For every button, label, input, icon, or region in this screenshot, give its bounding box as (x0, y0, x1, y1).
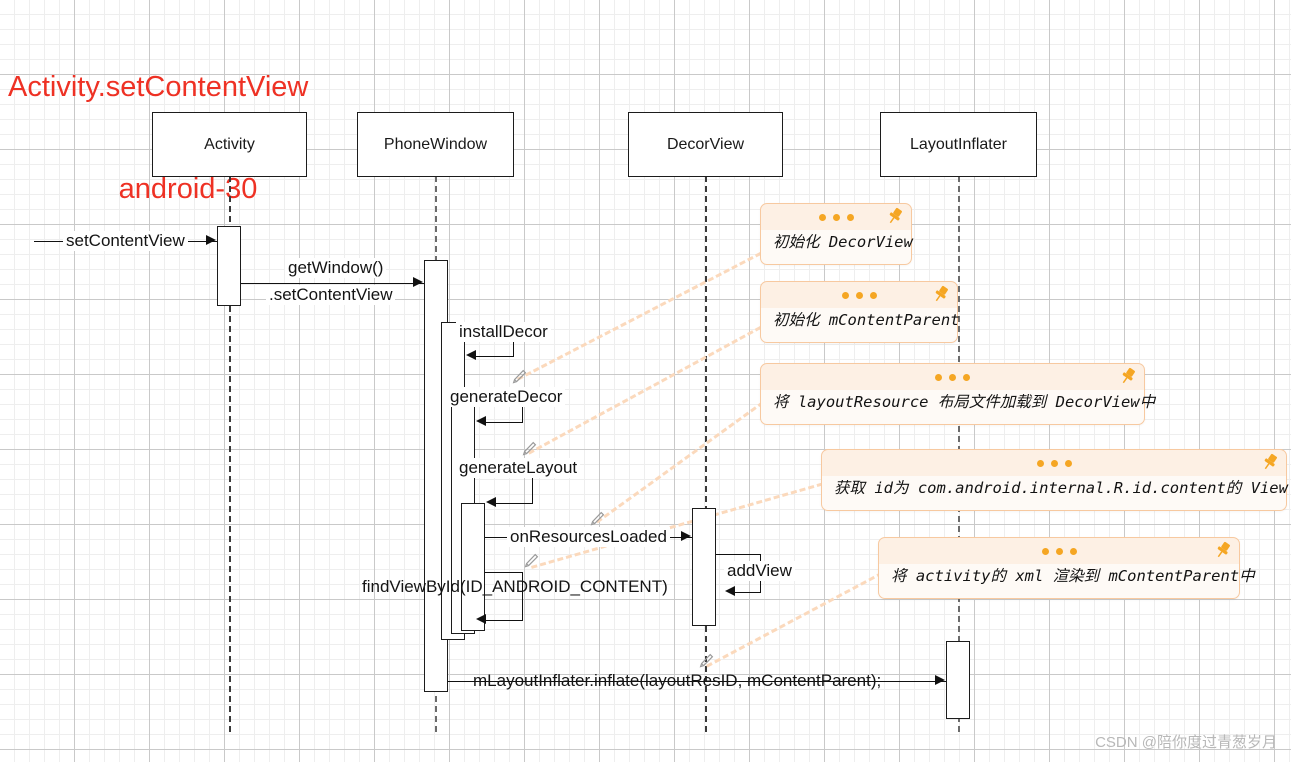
note-card-2[interactable]: 初始化 mContentParent (760, 281, 960, 343)
lifeline-label-activity: Activity (204, 135, 255, 153)
note-card-3[interactable]: 将 layoutResource 布局文件加载到 DecorView中 (760, 363, 1156, 425)
lifeline-label-decorview: DecorView (666, 135, 745, 153)
note-header (761, 204, 911, 230)
note-connector-3 (596, 401, 765, 524)
pushpin-icon[interactable] (886, 206, 904, 226)
activation-decorview[interactable] (692, 508, 716, 626)
lifeline-label-layoutinflater: LayoutInflater (910, 135, 1007, 153)
pencil-icon-generatedecor (511, 369, 527, 385)
note-text: 获取 id为 com.android.internal.R.id.content… (834, 479, 1288, 497)
message-arrow-findviewbyid (476, 614, 486, 624)
note-card-5[interactable]: 将 activity的 xml 渲染到 mContentParent中 (878, 537, 1255, 599)
note-header (822, 450, 1286, 476)
message-label-generatedecor: generateDecor (447, 387, 566, 407)
message-label-getwindow-line2: .setContentView (266, 285, 396, 305)
pushpin-icon[interactable] (1119, 366, 1137, 386)
message-label-findviewbyid: findViewById(ID_ANDROID_CONTENT) (362, 577, 668, 596)
message-line-findviewbyid-top (465, 572, 523, 573)
message-line-installdecor-bottom (476, 356, 514, 357)
pencil-icon-inflate (698, 653, 714, 669)
note-connector-4 (531, 482, 824, 569)
note-connector-1 (517, 251, 762, 381)
three-dots-icon (935, 373, 970, 381)
note-header (761, 282, 957, 308)
watermark: CSDN @陪你度过青葱岁月 (1095, 734, 1277, 751)
lifeline-head-phonewindow[interactable]: PhoneWindow (357, 112, 514, 177)
message-arrow-addview (725, 586, 735, 596)
message-arrow-generatedecor (476, 416, 486, 426)
message-arrow-inflate (935, 675, 945, 685)
message-line-generatelayout-bottom (496, 503, 533, 504)
activation-layoutinflater[interactable] (946, 641, 970, 719)
title-line-2: android-30 (118, 173, 258, 205)
message-arrow-installdecor (466, 350, 476, 360)
message-vline-generatelayout (532, 458, 533, 503)
message-line-getwindow (241, 283, 424, 284)
message-arrow-setcontentview (206, 235, 216, 245)
pencil-icon-findviewbyid (523, 553, 539, 569)
lifeline-decorview-line (705, 176, 707, 732)
three-dots-icon (1041, 547, 1077, 555)
note-header (761, 364, 1144, 390)
message-line-addview-bottom (735, 592, 761, 593)
activation-phonewindow-generatelayout[interactable] (461, 503, 485, 631)
message-arrow-generatelayout (486, 497, 496, 507)
note-text: 初始化 mContentParent (773, 311, 960, 329)
note-text: 将 activity的 xml 渲染到 mContentParent中 (891, 567, 1255, 585)
message-arrow-onresourcesloaded (681, 531, 691, 541)
message-line-findviewbyid-bottom (486, 620, 523, 621)
lifeline-head-activity[interactable]: Activity (152, 112, 307, 177)
pencil-icon-onresourcesloaded (589, 511, 605, 527)
message-label-getwindow: getWindow() (285, 258, 387, 278)
note-card-4[interactable]: 获取 id为 com.android.internal.R.id.content… (821, 449, 1288, 511)
lifeline-head-decorview[interactable]: DecorView (628, 112, 783, 177)
lifeline-activity-line (229, 176, 231, 732)
message-label-inflate: mLayoutInflater.inflate(layoutResID, mCo… (473, 671, 882, 690)
lifeline-head-layoutinflater[interactable]: LayoutInflater (880, 112, 1037, 177)
pencil-icon-generatelayout (521, 441, 537, 457)
message-arrow-getwindow (413, 277, 423, 287)
message-label-installdecor: installDecor (456, 322, 551, 342)
note-text: 初始化 DecorView (773, 233, 913, 251)
lifeline-label-phonewindow: PhoneWindow (383, 135, 488, 153)
message-label-addview: addView (724, 561, 795, 581)
message-label-onresourcesloaded: onResourcesLoaded (507, 527, 670, 547)
note-text: 将 layoutResource 布局文件加载到 DecorView中 (773, 393, 1156, 411)
note-card-1[interactable]: 初始化 DecorView (760, 203, 913, 265)
note-header (879, 538, 1239, 564)
pushpin-icon[interactable] (1214, 540, 1232, 560)
pushpin-icon[interactable] (1261, 452, 1279, 472)
message-label-setcontentview: setContentView (63, 231, 188, 251)
message-line-inflate (448, 681, 946, 682)
activation-activity[interactable] (217, 226, 241, 306)
pushpin-icon[interactable] (932, 284, 950, 304)
three-dots-icon (841, 291, 877, 299)
message-label-generatelayout: generateLayout (456, 458, 581, 478)
message-vline-findviewbyid (522, 572, 523, 620)
three-dots-icon (818, 213, 854, 221)
message-line-addview-top (716, 554, 761, 555)
title-line-1: Activity.setContentView (8, 71, 309, 103)
page-title: Activity.setContentView android-30 (8, 2, 368, 274)
message-line-generatedecor-bottom (486, 422, 523, 423)
three-dots-icon (1036, 459, 1072, 467)
